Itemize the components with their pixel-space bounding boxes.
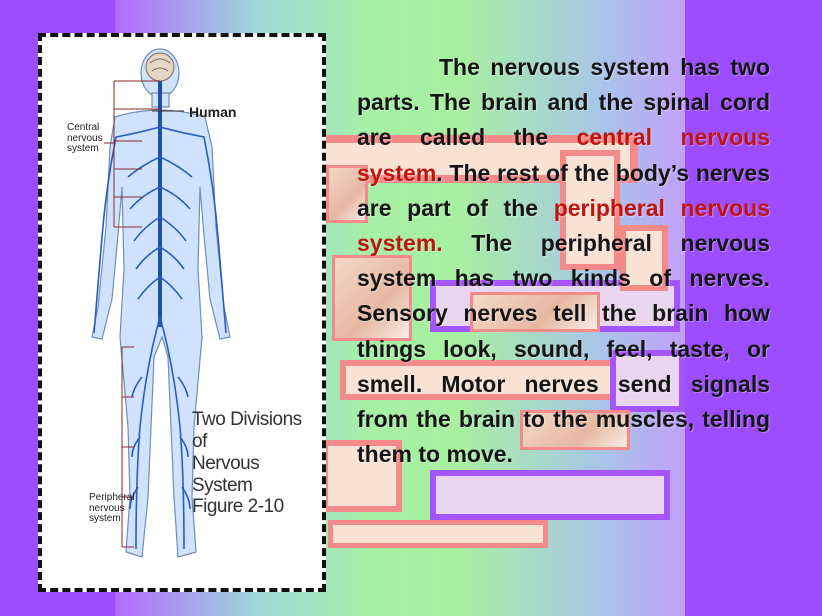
label-peripheral-nervous-system: Peripheral nervous system xyxy=(89,492,135,524)
collage-frame-4 xyxy=(620,225,668,291)
figure-caption-line3: Figure 2-10 xyxy=(192,496,284,518)
collage-frame-2 xyxy=(560,150,620,270)
collage-thumb-4 xyxy=(520,410,630,450)
collage-frame-5 xyxy=(340,360,640,400)
paragraph-part3: The peripheral nervous system has two ki… xyxy=(357,230,770,468)
collage-frame-6 xyxy=(610,350,685,412)
collage-frame-9 xyxy=(328,520,548,548)
right-background-strip xyxy=(685,0,822,616)
paragraph-part1: The nervous system has two parts. The br… xyxy=(357,54,770,151)
figure-caption-line2: Nervous System xyxy=(192,452,260,496)
figure-caption-line1: Two Divisions of xyxy=(192,409,302,452)
paragraph-part2: . The rest of the body’s nerves are part… xyxy=(357,159,770,221)
collage-frame-8 xyxy=(430,470,670,520)
label-central-nervous-system: Central nervous system xyxy=(67,122,103,154)
collage-thumb-2 xyxy=(332,255,412,341)
human-nervous-system-illustration xyxy=(91,48,231,558)
nervous-system-paragraph: The nervous system has two parts. The br… xyxy=(357,50,770,472)
collage-thumb-1 xyxy=(326,165,368,223)
label-human: Human xyxy=(189,104,237,120)
highlight-central-nervous-system: central nervous system xyxy=(357,124,770,186)
figure-caption: Two Divisions of Nervous System Figure 2… xyxy=(192,409,317,518)
nervous-system-figure: Human Central nervous system Peripheral … xyxy=(38,33,326,592)
highlight-peripheral-nervous-system: peripheral nervous system. xyxy=(357,194,770,257)
collage-thumb-3 xyxy=(470,292,600,332)
